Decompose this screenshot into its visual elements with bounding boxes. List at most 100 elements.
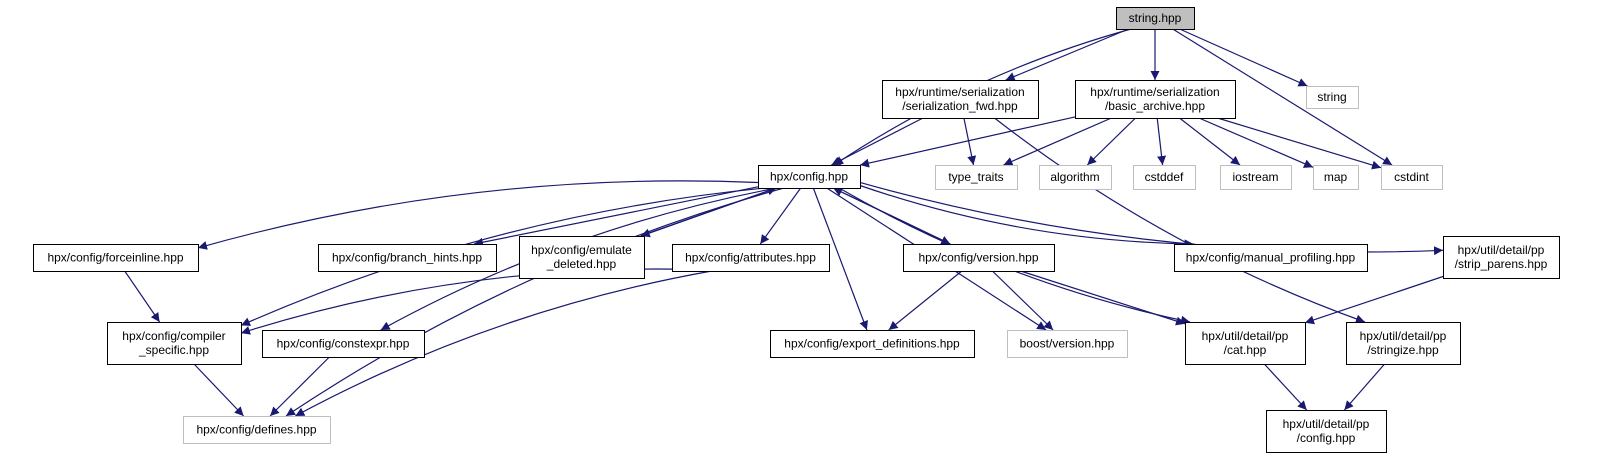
node-box [935, 165, 1018, 190]
edge-config-to-export_definitions [812, 187, 868, 331]
node-box [1075, 80, 1236, 119]
edge-emulate_deleted-to-config [640, 186, 777, 237]
node-cstddef: cstddef [1133, 165, 1196, 190]
node-label: map [1324, 170, 1348, 184]
node-cstdint: cstdint [1381, 165, 1443, 190]
node-box [1313, 165, 1359, 190]
edge-string_hpp-to-serialization_fwd [1005, 28, 1129, 81]
node-label: hpx/config/attributes.hpp [685, 251, 816, 265]
node-box [882, 80, 1039, 119]
node-label: hpx/config/compiler [122, 329, 225, 343]
edge-config-to-attributes [759, 187, 802, 245]
node-box [758, 165, 861, 189]
node-emulate-deleted[interactable]: hpx/config/emulate_deleted.hpp [519, 236, 645, 279]
node-box [33, 244, 199, 272]
node-forceinline[interactable]: hpx/config/forceinline.hpp [33, 244, 199, 272]
node-label: boost/version.hpp [1020, 337, 1115, 351]
edge-basic_archive-to-cstdint [1217, 117, 1382, 170]
node-label: algorithm [1050, 170, 1099, 184]
node-export-definitions[interactable]: hpx/config/export_definitions.hpp [770, 330, 975, 358]
node-cat[interactable]: hpx/util/detail/pp/cat.hpp [1185, 322, 1306, 365]
node-box [519, 236, 645, 279]
node-algorithm: algorithm [1039, 165, 1112, 190]
edge-version-to-export_definitions [888, 270, 963, 331]
node-strip-parens[interactable]: hpx/util/detail/pp/strip_parens.hpp [1443, 236, 1560, 279]
edge-serialization_fwd-to-stringize [994, 117, 1366, 324]
node-box [1346, 322, 1461, 365]
edge-version-to-boost_version [991, 270, 1054, 331]
node-label: hpx/config.hpp [770, 170, 848, 184]
node-label: iostream [1232, 170, 1278, 184]
node-label: hpx/config/version.hpp [918, 251, 1038, 265]
node-constexpr[interactable]: hpx/config/constexpr.hpp [262, 330, 425, 358]
edge-version-to-cat [1020, 270, 1186, 326]
node-box [1306, 86, 1359, 109]
node-box [1185, 322, 1306, 365]
node-box [262, 330, 425, 358]
edge-config-to-strip_parens [859, 181, 1444, 256]
node-label: hpx/config/branch_hints.hpp [332, 251, 482, 265]
node-label: /config.hpp [1297, 431, 1356, 445]
node-config[interactable]: hpx/config.hpp [758, 165, 861, 189]
node-label: /strip_parens.hpp [1455, 257, 1548, 271]
edge-config-to-forceinline [197, 180, 759, 250]
edge-string_hpp-to-string [1179, 28, 1308, 87]
node-label: hpx/runtime/serialization [895, 85, 1024, 99]
node-label: hpx/util/detail/pp [1202, 329, 1289, 343]
node-label: string.hpp [1129, 11, 1182, 25]
node-label: _specific.hpp [138, 343, 209, 357]
node-box [183, 416, 331, 444]
edge-basic_archive-to-config [859, 116, 1076, 168]
node-string-hpp[interactable]: string.hpp [1116, 7, 1195, 30]
node-box [1007, 330, 1128, 358]
node-label: hpx/config/forceinline.hpp [47, 251, 183, 265]
node-box [1220, 165, 1292, 190]
edge-attributes-to-defines [295, 270, 712, 417]
edge-basic_archive-to-cstddef [1156, 117, 1167, 166]
node-label: /stringize.hpp [1367, 343, 1439, 357]
node-branch-hints[interactable]: hpx/config/branch_hints.hpp [318, 244, 497, 272]
node-serialization-fwd[interactable]: hpx/runtime/serialization/serialization_… [882, 80, 1039, 119]
edge-basic_archive-to-algorithm [1086, 117, 1136, 166]
edge-stringize-to-pp_config [1343, 363, 1386, 411]
node-attributes[interactable]: hpx/config/attributes.hpp [672, 244, 830, 272]
node-box [1116, 7, 1195, 30]
node-box [318, 244, 497, 272]
node-boost-version: boost/version.hpp [1007, 330, 1128, 358]
edge-version-to-config [832, 187, 951, 245]
node-label: hpx/config/emulate [531, 243, 632, 257]
node-manual-profiling[interactable]: hpx/config/manual_profiling.hpp [1174, 244, 1368, 272]
node-label: /basic_archive.hpp [1105, 99, 1205, 113]
node-box [672, 244, 830, 272]
node-version[interactable]: hpx/config/version.hpp [903, 244, 1055, 272]
node-label: type_traits [948, 170, 1003, 184]
node-box [903, 244, 1055, 272]
node-box [1174, 244, 1368, 272]
node-label: hpx/util/detail/pp [1283, 417, 1370, 431]
edge-config-to-compiler_specific [240, 187, 766, 326]
node-label: hpx/util/detail/pp [1360, 329, 1447, 343]
node-iostream: iostream [1220, 165, 1292, 190]
node-type-traits: type_traits [935, 165, 1018, 190]
edge-cat-to-pp_config [1263, 363, 1308, 411]
edge-serialization_fwd-to-type_traits [963, 117, 977, 166]
node-label: _deleted.hpp [546, 257, 617, 271]
node-pp-config[interactable]: hpx/util/detail/pp/config.hpp [1266, 410, 1387, 453]
node-stringize[interactable]: hpx/util/detail/pp/stringize.hpp [1346, 322, 1461, 365]
node-label: string [1317, 90, 1346, 104]
node-label: hpx/config/constexpr.hpp [277, 337, 410, 351]
node-compiler-specific[interactable]: hpx/config/compiler_specific.hpp [107, 322, 242, 365]
edge-basic_archive-to-type_traits [1003, 117, 1112, 166]
edge-basic_archive-to-iostream [1179, 117, 1241, 166]
edge-config-to-manual_profiling [859, 184, 1194, 249]
node-box [107, 322, 242, 365]
node-label: hpx/config/export_definitions.hpp [784, 337, 960, 351]
edge-forceinline-to-compiler_specific [124, 270, 161, 323]
node-string: string [1306, 86, 1359, 109]
node-box [1133, 165, 1196, 190]
node-label: cstdint [1394, 170, 1429, 184]
node-label: cstddef [1145, 170, 1184, 184]
node-label: hpx/runtime/serialization [1090, 85, 1219, 99]
node-basic-archive[interactable]: hpx/runtime/serialization/basic_archive.… [1075, 80, 1236, 119]
